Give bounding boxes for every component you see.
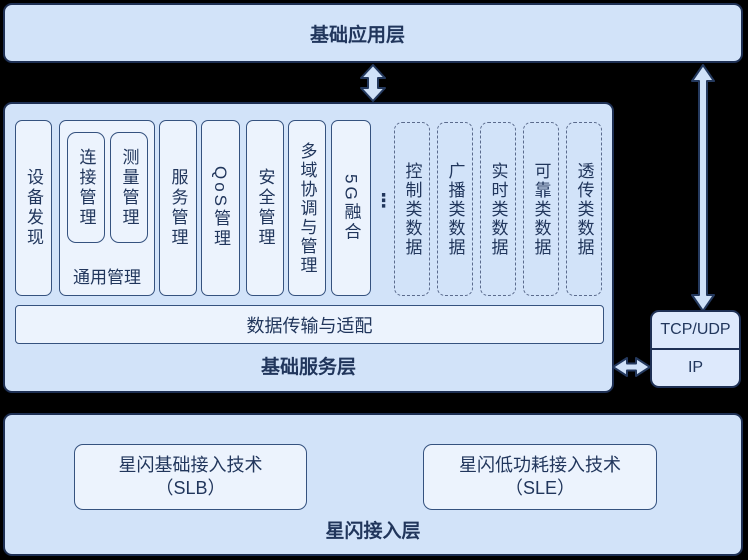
data-transmission-adaptation-bar: 数据传输与适配 [15, 305, 604, 344]
control-data-box: 控制类数据 [394, 122, 430, 296]
general-management-label: 通用管理 [73, 268, 141, 287]
data-transmission-adaptation-label: 数据传输与适配 [246, 315, 373, 336]
device-discovery-box: 设备发现 [15, 120, 52, 296]
fusion-5g-box: 5G融合 [331, 120, 371, 296]
qos-management-box: QoS管理 [201, 120, 240, 296]
control-data-label: 控制类数据 [402, 161, 422, 257]
security-management-label: 安全管理 [255, 168, 275, 248]
access-layer-title: 星闪接入层 [325, 521, 421, 542]
device-discovery-label: 设备发现 [24, 168, 43, 248]
application-layer-panel: 基础应用层 [3, 3, 743, 63]
service-management-label: 服务管理 [168, 168, 188, 248]
passthrough-data-label: 透传类数据 [574, 161, 594, 257]
connection-management-box: 连接管理 [67, 132, 105, 243]
reliable-data-box: 可靠类数据 [523, 122, 559, 296]
application-layer-title: 基础应用层 [309, 24, 405, 46]
service-layer-title: 基础服务层 [260, 357, 356, 378]
sle-access-box: 星闪低功耗接入技术 （SLE） [423, 444, 657, 510]
general-management-group: 连接管理 测量管理 通用管理 [59, 120, 155, 296]
qos-management-label: QoS管理 [211, 166, 230, 250]
security-management-box: 安全管理 [246, 120, 284, 296]
slb-access-label-line2: （SLB） [155, 478, 226, 498]
slb-access-label-line1: 星闪基础接入技术 [118, 454, 263, 475]
multidomain-coordination-label: 多域协调与管理 [297, 141, 317, 275]
broadcast-data-label: 广播类数据 [445, 161, 465, 257]
realtime-data-label: 实时类数据 [488, 161, 508, 257]
app-service-double-arrow-icon [360, 64, 386, 102]
measurement-management-label: 测量管理 [119, 147, 139, 228]
service-tcp-double-arrow-icon [612, 357, 651, 377]
connection-management-label: 连接管理 [76, 147, 96, 228]
service-layer-panel: 设备发现 连接管理 测量管理 通用管理 服务管理 QoS管理 安全管理 多域协调… [3, 102, 614, 393]
sle-access-label-line1: 星闪低功耗接入技术 [459, 454, 621, 475]
app-tcp-double-arrow-icon [691, 64, 715, 312]
protocol-stack-panel: TCP/UDP IP [650, 310, 741, 388]
reliable-data-label: 可靠类数据 [531, 161, 551, 257]
realtime-data-box: 实时类数据 [480, 122, 516, 296]
multidomain-coordination-box: 多域协调与管理 [288, 120, 326, 296]
more-data-types-ellipsis-icon: ⋮ [374, 191, 393, 212]
service-management-box: 服务管理 [159, 120, 197, 296]
measurement-management-box: 测量管理 [110, 132, 148, 243]
fusion-5g-label: 5G融合 [341, 173, 361, 243]
passthrough-data-box: 透传类数据 [566, 122, 602, 296]
sle-access-label-line2: （SLE） [504, 478, 576, 498]
tcp-udp-cell: TCP/UDP [652, 312, 739, 350]
slb-access-box: 星闪基础接入技术 （SLB） [74, 444, 307, 510]
ip-cell: IP [687, 359, 704, 376]
broadcast-data-box: 广播类数据 [437, 122, 473, 296]
access-layer-panel: 星闪基础接入技术 （SLB） 星闪低功耗接入技术 （SLE） 星闪接入层 [3, 413, 743, 556]
